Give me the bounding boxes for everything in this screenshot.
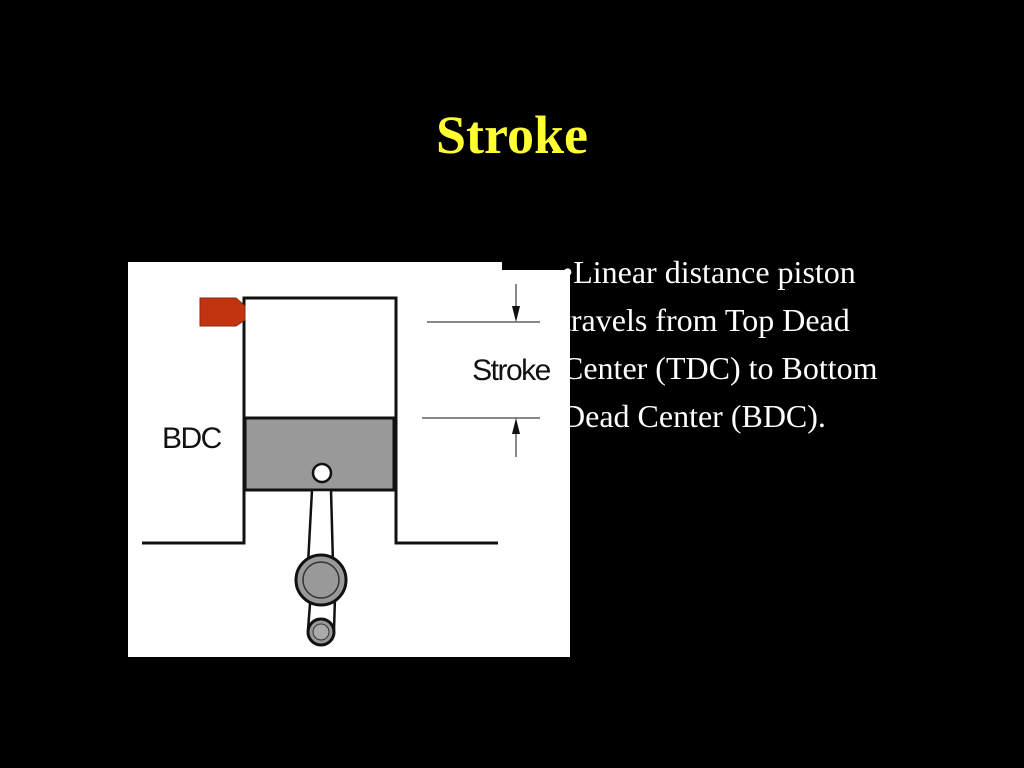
crank-journal-inner bbox=[302, 561, 340, 599]
stroke-label: Stroke bbox=[472, 354, 551, 387]
slide-title: Stroke bbox=[435, 105, 588, 165]
engine-stroke-diagram: Stroke BDC bbox=[128, 262, 570, 657]
stroke-arrow-top-head bbox=[512, 306, 520, 322]
stroke-arrow-bottom-head bbox=[512, 418, 520, 434]
crankshaft-inner bbox=[312, 623, 330, 641]
wrist-pin bbox=[311, 462, 333, 484]
connecting-rod bbox=[306, 488, 335, 566]
spark-plug-icon bbox=[199, 297, 246, 327]
bullet-line: •Linear distance piston bbox=[562, 248, 1002, 296]
bullet-line: Dead Center (BDC). bbox=[562, 398, 826, 434]
diagram-canvas: Stroke BDC bbox=[128, 262, 570, 657]
bullet-line: Center (TDC) to Bottom bbox=[562, 350, 878, 386]
bullet-line: travels from Top Dead bbox=[562, 302, 850, 338]
cylinder-wall-right bbox=[372, 296, 498, 545]
bullet-line-text: Linear distance piston bbox=[573, 254, 856, 290]
bullet-icon: • bbox=[562, 254, 574, 290]
bullet-point: •Linear distance piston travels from Top… bbox=[562, 248, 1002, 440]
bdc-label: BDC bbox=[162, 422, 222, 455]
